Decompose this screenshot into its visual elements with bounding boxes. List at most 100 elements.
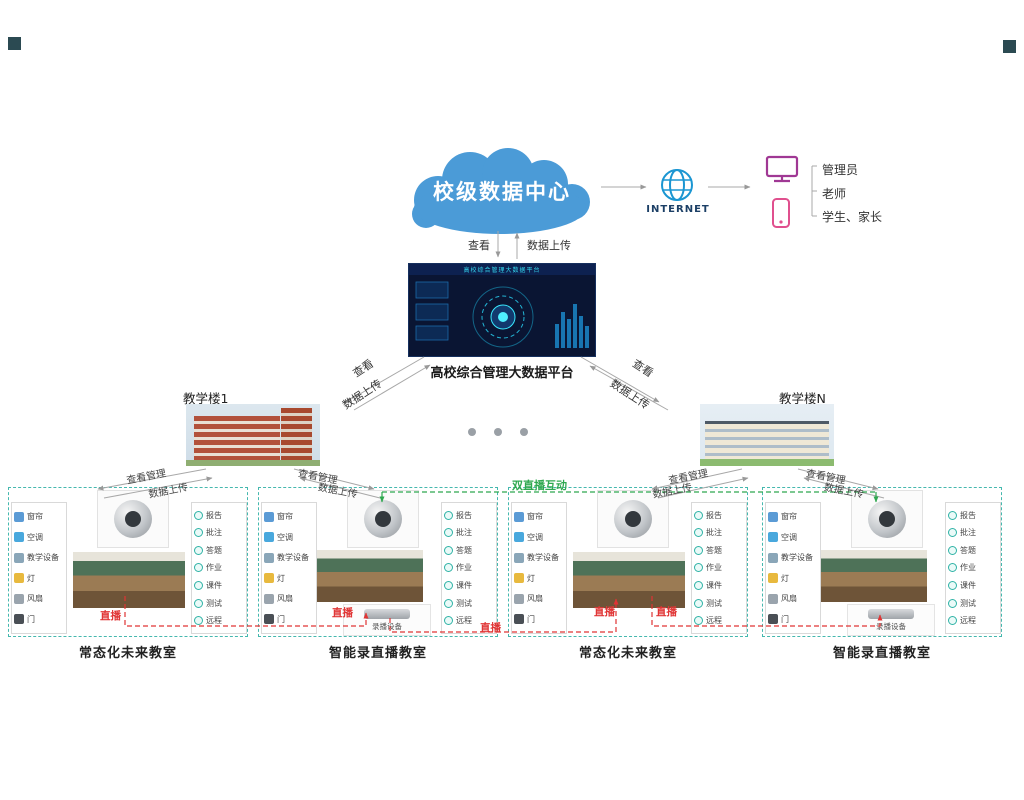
control-item: 远程	[948, 613, 998, 629]
function-icon	[694, 616, 703, 626]
item-label: 课件	[456, 581, 472, 591]
building-1-lawn	[186, 460, 320, 466]
recorder-device-card: 录播设备	[343, 604, 431, 636]
item-label: 报告	[706, 510, 722, 520]
function-icon	[194, 581, 203, 591]
item-label: 报告	[206, 510, 222, 520]
control-item: 报告	[694, 507, 744, 523]
control-item: 远程	[694, 613, 744, 629]
item-label: 空调	[527, 532, 543, 542]
device-panel: 窗帘空调教学设备灯风扇门	[511, 502, 567, 634]
device-icon	[14, 573, 24, 584]
item-label: 批注	[960, 528, 976, 538]
classroom-label: 智能录直播教室	[328, 646, 427, 661]
building-n-photo	[700, 404, 834, 466]
item-label: 远程	[960, 616, 976, 626]
camera-dome-icon	[364, 500, 402, 538]
item-label: 报告	[456, 510, 472, 520]
function-icon	[948, 563, 957, 573]
item-label: 报告	[960, 510, 976, 520]
user-student-parent-label: 学生、家长	[822, 210, 883, 224]
item-label: 课件	[960, 581, 976, 591]
device-icon	[514, 532, 524, 543]
item-label: 课件	[706, 581, 722, 591]
item-label: 窗帘	[27, 512, 43, 521]
control-panel: 报告批注答题作业课件测试远程	[945, 502, 1001, 634]
function-icon	[948, 528, 957, 538]
function-icon	[694, 563, 703, 573]
building-1-tower	[281, 408, 312, 461]
device-icon	[264, 532, 274, 543]
device-icon	[514, 573, 524, 584]
dashboard-graphics	[409, 264, 595, 356]
device-item: 门	[768, 610, 818, 629]
function-icon	[694, 598, 703, 608]
building-n-lawn	[700, 458, 834, 466]
building-n-label: 教学楼N	[779, 391, 826, 406]
item-label: 作业	[456, 563, 472, 573]
device-icon	[514, 552, 524, 563]
ellipsis-dot	[520, 428, 528, 436]
device-item: 教学设备	[768, 548, 818, 567]
device-item: 灯	[264, 569, 314, 588]
flow-view-right: 查看	[629, 356, 656, 380]
recorder-caption: 录播设备	[876, 621, 906, 631]
dome-camera-photo	[851, 490, 923, 548]
internet-label: INTERNET	[646, 204, 710, 215]
camera-lens-icon	[879, 511, 895, 527]
item-label: 答题	[960, 545, 976, 555]
item-label: 门	[527, 614, 535, 624]
device-item: 门	[514, 610, 564, 629]
item-label: 门	[277, 614, 285, 624]
item-label: 课件	[206, 581, 222, 591]
dome-camera-photo	[347, 490, 419, 548]
device-icon	[14, 552, 24, 563]
device-item: 教学设备	[514, 548, 564, 567]
live-label-1: 直播	[100, 610, 121, 622]
function-icon	[694, 581, 703, 591]
classroom-group-future-1: 窗帘空调教学设备灯风扇门 报告批注答题作业课件测试远程	[8, 487, 248, 637]
cloud-label: 校级数据中心	[433, 180, 571, 204]
dual-live-label: 双直播互动	[512, 479, 567, 492]
platform-caption: 高校综合管理大数据平台	[430, 366, 574, 381]
function-icon	[194, 616, 203, 626]
classroom-group-studio-2: 窗帘空调教学设备灯风扇门 报告批注答题作业课件测试远程 录播设备	[762, 487, 1002, 637]
device-icon	[14, 532, 24, 543]
item-label: 远程	[706, 616, 722, 626]
item-label: 远程	[206, 616, 222, 626]
device-panel: 窗帘空调教学设备灯风扇门	[261, 502, 317, 634]
classroom-group-studio-1: 窗帘空调教学设备灯风扇门 报告批注答题作业课件测试远程 录播设备	[258, 487, 498, 637]
item-label: 教学设备	[277, 553, 309, 563]
device-item: 教学设备	[14, 548, 64, 567]
function-icon	[948, 598, 957, 608]
live-label-5: 直播	[656, 606, 677, 618]
device-item: 窗帘	[264, 507, 314, 526]
control-item: 答题	[948, 542, 998, 558]
flow-upload-left: 数据上传	[340, 376, 385, 412]
classroom-label: 常态化未来教室	[78, 646, 177, 661]
control-item: 课件	[194, 578, 244, 594]
item-label: 窗帘	[527, 512, 543, 521]
control-item: 报告	[444, 507, 494, 523]
device-icon	[768, 511, 778, 522]
building-1-block	[194, 415, 280, 461]
function-icon	[444, 616, 453, 626]
control-item: 测试	[444, 595, 494, 611]
control-item: 作业	[194, 560, 244, 576]
classroom-photo	[821, 550, 927, 602]
control-item: 批注	[444, 525, 494, 541]
device-icon	[514, 614, 524, 625]
ellipsis-dot	[494, 428, 502, 436]
function-icon	[194, 598, 203, 608]
camera-dome-icon	[114, 500, 152, 538]
device-icon	[264, 573, 274, 584]
function-icon	[948, 545, 957, 555]
dashboard-screen-title: 高校综合管理大数据平台	[463, 267, 541, 274]
item-label: 灯	[781, 573, 789, 583]
device-item: 风扇	[768, 589, 818, 608]
device-item: 灯	[514, 569, 564, 588]
control-item: 作业	[444, 560, 494, 576]
classroom-photo	[317, 550, 423, 602]
control-item: 答题	[444, 542, 494, 558]
item-label: 风扇	[781, 594, 797, 604]
